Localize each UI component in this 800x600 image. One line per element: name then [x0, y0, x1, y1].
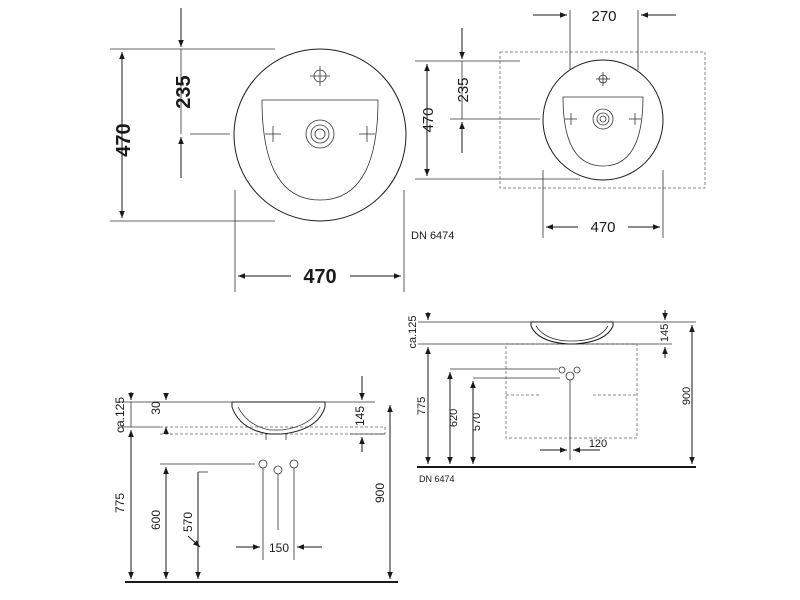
dim-900: 900	[681, 387, 693, 405]
vanity-cabinet-outline	[505, 343, 638, 439]
basin-bowl	[562, 96, 644, 167]
dim-235: 235	[455, 77, 472, 102]
dim-600: 600	[149, 510, 163, 530]
dim-775: 775	[113, 493, 127, 513]
dim-30: 30	[149, 401, 163, 415]
dim-ca125: ca.125	[113, 397, 127, 433]
dim-470-horizontal: 470	[303, 266, 336, 288]
basin-outer-rim	[542, 59, 664, 181]
dim-620: 620	[448, 409, 460, 427]
water-supply-icon	[258, 459, 268, 469]
dim-775: 775	[416, 397, 428, 415]
basin-section	[530, 321, 614, 345]
dim-150: 150	[269, 541, 289, 555]
drain-icon	[592, 108, 614, 130]
dim-145: 145	[353, 406, 367, 426]
dim-570: 570	[181, 512, 195, 532]
basin-bowl	[261, 99, 379, 201]
waste-outlet-icon	[273, 465, 283, 475]
dim-270: 270	[591, 8, 616, 25]
model-label-top: DN 6474	[411, 230, 454, 242]
dim-ca125: ca.125	[407, 315, 419, 348]
dim-470-vertical: 470	[420, 107, 437, 132]
top-right-plan-view: 270 235 470 470	[415, 8, 706, 238]
counter-outline	[499, 51, 706, 189]
dim-900: 900	[373, 483, 387, 503]
bottom-right-elevation: ca.125 145 900 775 620 570 120 DN 6474	[407, 310, 696, 484]
dim-470-horizontal: 470	[590, 219, 615, 236]
model-label-bottom: DN 6474	[419, 474, 455, 484]
waste-outlet-icon	[565, 371, 575, 381]
top-left-plan-view: 470 235 470	[110, 8, 407, 292]
dim-570: 570	[471, 413, 483, 431]
drain-icon	[305, 119, 335, 149]
basin-section	[231, 401, 326, 435]
dim-145: 145	[659, 324, 671, 342]
dim-470-vertical: 470	[113, 123, 135, 156]
water-supply-icon	[573, 366, 581, 374]
water-supply-icon	[289, 459, 299, 469]
water-supply-icon	[558, 366, 566, 374]
dim-120: 120	[589, 438, 607, 450]
dim-235: 235	[173, 75, 195, 108]
basin-outer-rim	[233, 48, 407, 222]
bottom-left-elevation: ca.125 30 145 900 775 600 570 150	[113, 376, 398, 583]
